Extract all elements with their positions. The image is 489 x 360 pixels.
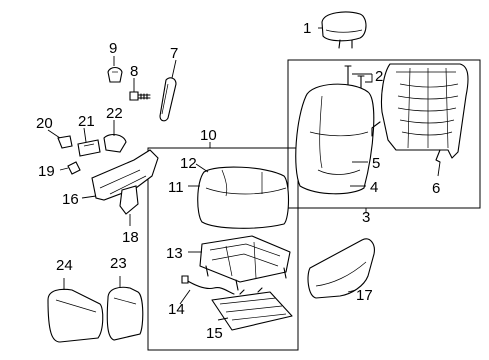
callout-5: 5 [372,155,380,172]
leader-19 [59,167,69,171]
callout-16: 16 [62,191,79,208]
leader-16 [81,195,97,199]
leader-2 [352,73,373,83]
seatback-group-frame [287,59,481,209]
screw-part[interactable] [67,161,81,175]
callout-3: 3 [362,209,370,226]
rail-end-cover-left-part[interactable] [47,288,104,343]
cushion-frame-part[interactable] [199,235,291,291]
callout-6: 6 [432,180,440,197]
side-shield-part[interactable] [91,149,159,201]
callout-14: 14 [168,301,185,318]
headrest-part[interactable] [321,11,367,49]
callout-17: 17 [356,287,373,304]
leader-17 [347,289,357,293]
callout-21: 21 [78,113,95,130]
callout-23: 23 [110,255,127,272]
callout-11: 11 [168,179,184,196]
callout-19: 19 [38,163,55,180]
callout-8: 8 [130,63,138,80]
hinge-cover-part[interactable] [103,133,127,153]
seat-track-part[interactable] [211,287,293,331]
callout-13: 13 [166,245,183,262]
callout-22: 22 [106,105,123,122]
callout-12: 12 [180,155,197,172]
leader-12 [195,163,209,173]
callout-18: 18 [122,229,139,246]
seatback-frame-part[interactable] [371,63,469,163]
callout-24: 24 [56,257,73,274]
leader-14 [179,289,191,305]
leader-20 [47,129,61,139]
inner-cover-part[interactable] [119,185,139,215]
callout-9: 9 [109,40,117,57]
small-bracket-part[interactable] [57,135,73,149]
callout-10: 10 [200,127,217,144]
leader-6 [437,161,441,177]
callout-4: 4 [370,179,378,196]
callout-1: 1 [303,20,311,37]
mounting-bracket-part[interactable] [77,139,101,157]
seatback-trim-part[interactable] [295,83,375,195]
outer-side-trim-part[interactable] [307,238,375,299]
callout-20: 20 [36,115,53,132]
callout-2: 2 [375,68,383,85]
callout-15: 15 [206,325,223,342]
seat-cushion-part[interactable] [197,166,290,229]
bolt-part[interactable] [129,91,151,101]
clip-part[interactable] [107,66,123,83]
leader-21 [83,127,87,143]
leader-7 [171,59,177,79]
side-trim-strip-part[interactable] [159,77,177,122]
wire-harness-part[interactable] [181,275,235,295]
cushion-group-frame [147,147,299,351]
rail-end-cover-right-part[interactable] [106,286,144,341]
callout-7: 7 [170,45,178,62]
headrest-guide-part[interactable] [344,65,365,97]
leader-15 [217,317,229,321]
